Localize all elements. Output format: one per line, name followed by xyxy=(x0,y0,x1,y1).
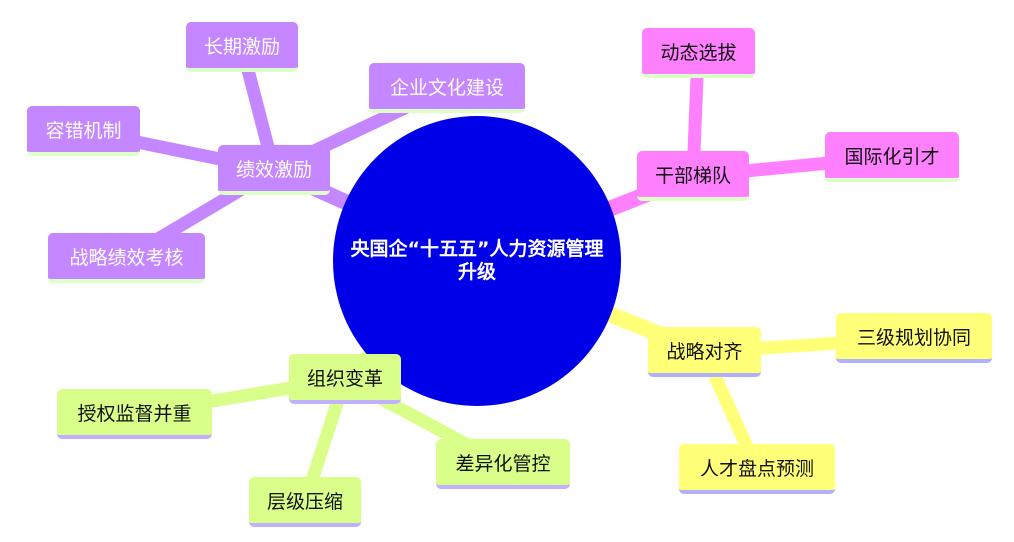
node-label: 动态选拔 xyxy=(660,41,737,64)
leaf-node-shouquan[interactable]: 授权监督并重 xyxy=(57,389,212,439)
leaf-node-pandian[interactable]: 人才盘点预测 xyxy=(679,444,835,494)
node-label: 绩效激励 xyxy=(235,158,312,181)
node-label: 组织变革 xyxy=(306,367,383,390)
node-label: 战略对齐 xyxy=(666,340,743,363)
leaf-node-guihua[interactable]: 三级规划协同 xyxy=(836,313,992,363)
branch-node-zhanlue[interactable]: 战略对齐 xyxy=(648,327,761,377)
leaf-node-wenhua[interactable]: 企业文化建设 xyxy=(369,63,525,113)
leaf-node-xuanba[interactable]: 动态选拔 xyxy=(642,28,755,78)
leaf-node-changqi[interactable]: 长期激励 xyxy=(186,22,298,72)
branch-node-jixiao[interactable]: 绩效激励 xyxy=(218,145,330,195)
node-label: 授权监督并重 xyxy=(77,402,192,425)
leaf-node-rongcuo[interactable]: 容错机制 xyxy=(27,106,140,156)
node-label: 人才盘点预测 xyxy=(699,457,814,480)
leaf-node-yasuo[interactable]: 层级压缩 xyxy=(249,477,361,527)
node-label: 容错机制 xyxy=(45,119,122,142)
leaf-node-yincai[interactable]: 国际化引才 xyxy=(825,132,959,182)
branch-node-zuzhi[interactable]: 组织变革 xyxy=(289,354,401,404)
node-label: 国际化引才 xyxy=(844,145,940,168)
leaf-node-kaohe[interactable]: 战略绩效考核 xyxy=(48,233,205,283)
node-label: 干部梯队 xyxy=(654,164,731,187)
leaf-node-guankong[interactable]: 差异化管控 xyxy=(436,439,570,489)
root-label: 央国企“十五五”人力资源管理升级 xyxy=(350,238,604,283)
node-label: 长期激励 xyxy=(203,35,280,58)
node-label: 层级压缩 xyxy=(266,490,343,513)
node-label: 企业文化建设 xyxy=(389,76,504,99)
branch-node-ganbu[interactable]: 干部梯队 xyxy=(637,151,749,201)
node-label: 三级规划协同 xyxy=(856,326,971,349)
node-label: 差异化管控 xyxy=(455,452,551,475)
node-label: 战略绩效考核 xyxy=(69,246,184,269)
